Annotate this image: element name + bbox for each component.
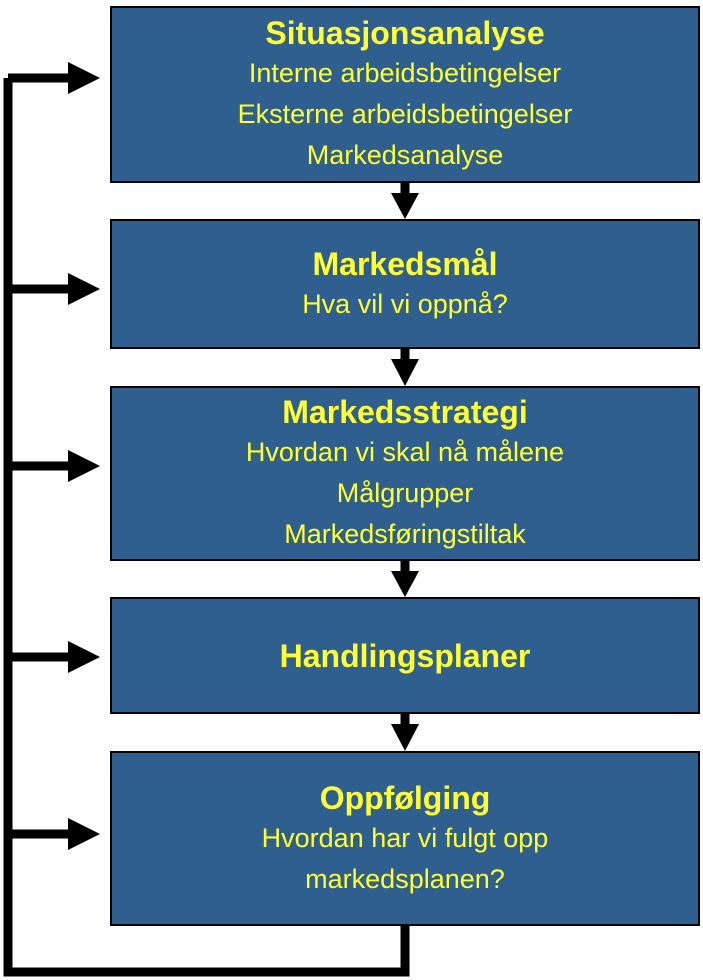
step-title: Handlingsplaner	[279, 637, 531, 674]
feedback-arrow-2	[8, 450, 100, 482]
step-line: Hvordan har vi fulgt opp	[261, 822, 549, 853]
down-arrow-1	[391, 349, 419, 386]
feedback-arrow-0	[8, 62, 100, 94]
step-markedsmal: Markedsmål Hva vil vi oppnå?	[110, 219, 700, 349]
down-arrow-2	[391, 561, 419, 597]
step-line: Markedsanalyse	[306, 140, 504, 170]
step-title: Oppfølging	[319, 779, 491, 816]
down-arrow-3	[391, 714, 419, 751]
step-handlingsplaner: Handlingsplaner	[110, 597, 700, 714]
step-line: Hva vil vi oppnå?	[302, 288, 508, 319]
step-situasjonsanalyse: Situasjonsanalyse Interne arbeidsbetinge…	[110, 6, 700, 183]
step-line: Hvordan vi skal nå målene	[245, 437, 565, 467]
feedback-arrow-3	[8, 641, 100, 673]
step-line: Eksterne arbeidsbetingelser	[237, 99, 573, 129]
step-title: Markedsstrategi	[282, 394, 528, 430]
step-title: Markedsmål	[312, 245, 498, 282]
step-line: Målgrupper	[336, 478, 474, 508]
step-line: Interne arbeidsbetingelser	[248, 58, 562, 88]
step-markedsstrategi: Markedsstrategi Hvordan vi skal nå målen…	[110, 386, 700, 561]
feedback-arrow-1	[8, 273, 100, 305]
step-line: markedsplanen?	[305, 863, 505, 894]
feedback-loop-line	[3, 78, 410, 977]
step-oppfolging: Oppfølging Hvordan har vi fulgt opp mark…	[110, 751, 700, 926]
step-line: Markedsføringstiltak	[284, 519, 526, 549]
down-arrow-0	[391, 183, 419, 219]
feedback-arrow-4	[8, 818, 100, 850]
step-title: Situasjonsanalyse	[265, 15, 545, 51]
